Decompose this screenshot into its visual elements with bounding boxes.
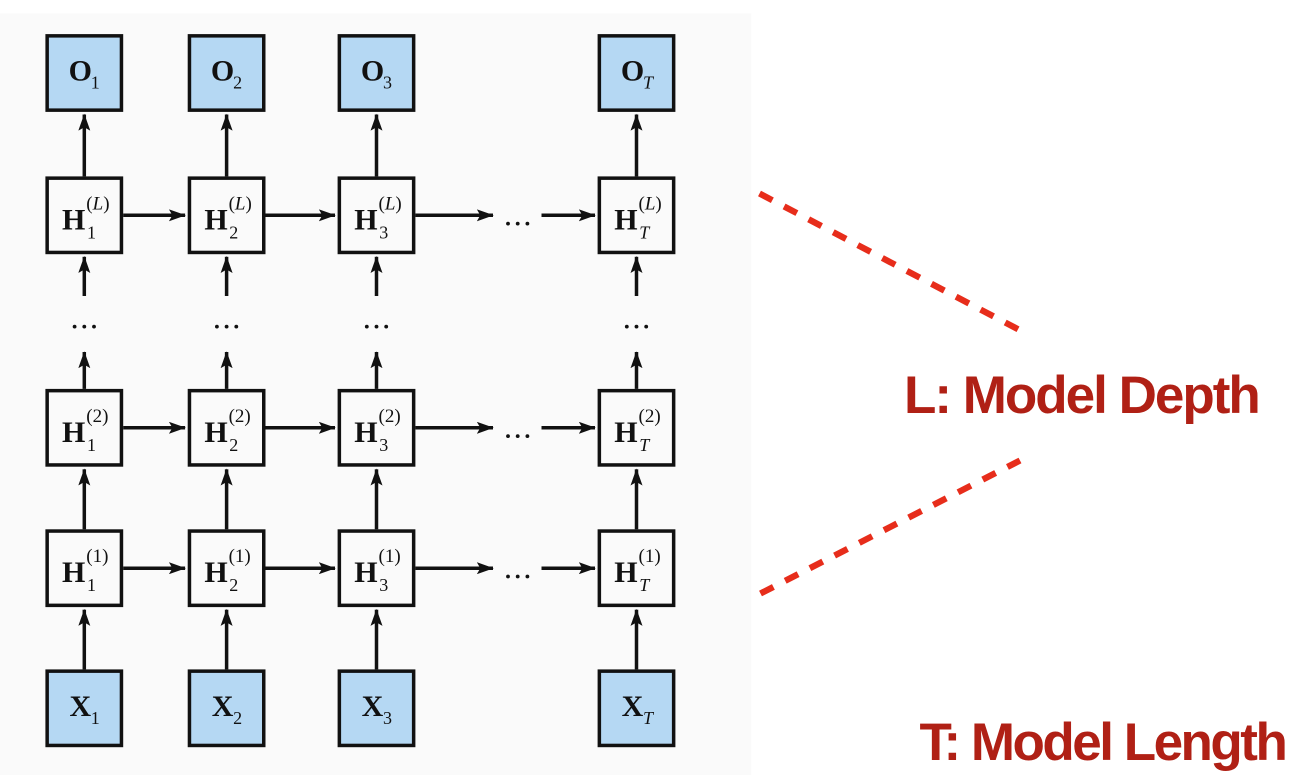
svg-text:2: 2 bbox=[233, 73, 242, 93]
svg-text:2: 2 bbox=[229, 435, 238, 455]
svg-text:(1): (1) bbox=[86, 546, 108, 567]
svg-text:(2): (2) bbox=[86, 406, 108, 427]
svg-text:X: X bbox=[362, 690, 384, 723]
svg-text:H: H bbox=[62, 203, 85, 236]
svg-text:(2): (2) bbox=[379, 406, 401, 427]
svg-text:(1): (1) bbox=[639, 546, 661, 567]
svg-text:3: 3 bbox=[383, 73, 392, 93]
svg-text:1: 1 bbox=[87, 222, 96, 242]
svg-text:O: O bbox=[361, 55, 384, 88]
svg-text:T: T bbox=[643, 73, 655, 93]
svg-text:H: H bbox=[204, 556, 227, 589]
svg-text:H: H bbox=[62, 416, 85, 449]
svg-text:1: 1 bbox=[91, 708, 100, 728]
svg-text:T: T bbox=[643, 708, 655, 728]
svg-text:3: 3 bbox=[379, 222, 388, 242]
svg-text:L: Model Depth: L: Model Depth bbox=[904, 366, 1259, 425]
svg-text:H: H bbox=[354, 203, 377, 236]
svg-text:(1): (1) bbox=[229, 546, 251, 567]
svg-text:H: H bbox=[204, 416, 227, 449]
svg-text:O: O bbox=[211, 55, 234, 88]
svg-text:3: 3 bbox=[383, 708, 392, 728]
svg-text:H: H bbox=[354, 416, 377, 449]
svg-text:(L): (L) bbox=[86, 193, 109, 214]
svg-text:T: T bbox=[639, 222, 651, 242]
svg-text:H: H bbox=[62, 556, 85, 589]
svg-text:X: X bbox=[69, 690, 91, 723]
svg-text:2: 2 bbox=[229, 575, 238, 595]
svg-text:O: O bbox=[69, 55, 92, 88]
svg-text:(L): (L) bbox=[229, 193, 252, 214]
svg-text:1: 1 bbox=[87, 575, 96, 595]
svg-text:(L): (L) bbox=[379, 193, 402, 214]
svg-text:(2): (2) bbox=[229, 406, 251, 427]
svg-text:O: O bbox=[621, 55, 644, 88]
svg-text:H: H bbox=[354, 556, 377, 589]
svg-text:2: 2 bbox=[233, 708, 242, 728]
svg-text:H: H bbox=[204, 203, 227, 236]
svg-text:(L): (L) bbox=[639, 193, 662, 214]
svg-text:1: 1 bbox=[91, 73, 100, 93]
svg-text:T: T bbox=[639, 435, 651, 455]
svg-text:3: 3 bbox=[379, 575, 388, 595]
svg-text:T: Model Length: T: Model Length bbox=[920, 713, 1286, 772]
svg-text:3: 3 bbox=[379, 435, 388, 455]
svg-text:H: H bbox=[614, 556, 637, 589]
svg-text:2: 2 bbox=[229, 222, 238, 242]
svg-text:X: X bbox=[212, 690, 234, 723]
svg-text:H: H bbox=[614, 416, 637, 449]
svg-text:H: H bbox=[614, 203, 637, 236]
svg-text:(1): (1) bbox=[379, 546, 401, 567]
svg-text:1: 1 bbox=[87, 435, 96, 455]
svg-text:T: T bbox=[639, 575, 651, 595]
svg-text:(2): (2) bbox=[639, 406, 661, 427]
svg-text:X: X bbox=[622, 690, 644, 723]
